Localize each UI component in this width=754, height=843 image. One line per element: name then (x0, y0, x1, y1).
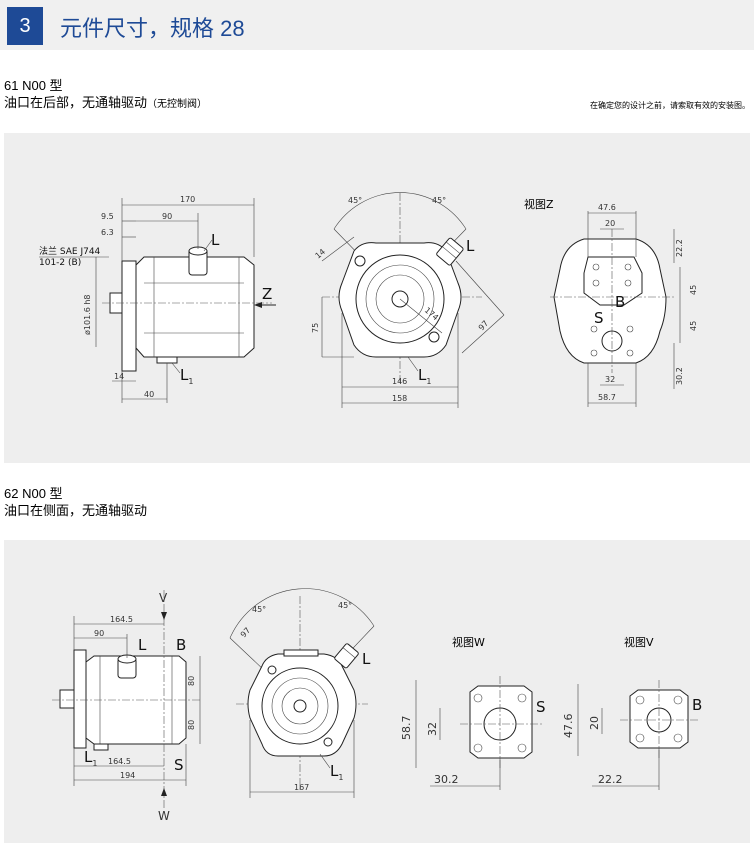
view-w-title: 视图W (452, 635, 485, 649)
front-view-62n00: 45° 45° 97 L L1 167 (229, 588, 375, 798)
dim-angle-left: 45° (348, 196, 362, 205)
view-z-61n00: 视图Z B S 47.6 20 22.2 45 45 32 30.2 58.7 (524, 197, 698, 407)
view-v-62n00: 视图V B 47.6 20 22.2 (562, 635, 702, 790)
section1-description: 油口在后部，无通轴驱动（无控制阀） (4, 95, 208, 110)
view-z-port-b: B (615, 293, 625, 311)
dim-45-bottom: 45 (689, 321, 698, 331)
port-l1-label: L1 (180, 366, 193, 386)
dim-32-62: 32 (426, 722, 439, 736)
dim-30-2-62: 30.2 (434, 773, 459, 786)
section-header: 3 元件尺寸，规格 28 (0, 0, 754, 50)
dim-14: 14 (114, 372, 124, 381)
dim-20-62: 20 (588, 716, 601, 730)
view-v-arrow-label: V (159, 591, 168, 605)
flange-sub: 101-2 (B) (39, 258, 81, 268)
side-view-61n00: Z 170 9.5 90 6.3 法兰 SAE J744 101-2 (B) ø… (39, 195, 276, 403)
side-view-62n00: V W 164.5 90 L B 80 80 L1 S 164.5 194 (52, 590, 201, 823)
side-port-l1-label: L1 (84, 748, 97, 768)
dim-158: 158 (392, 394, 407, 403)
dim-angle-right-62: 45° (338, 601, 352, 610)
installation-drawing-note: 在确定您的设计之前，请索取有效的安装图。 (590, 101, 750, 110)
dim-32: 32 (605, 375, 615, 384)
dim-47-6-62: 47.6 (562, 714, 575, 739)
dim-167: 167 (294, 783, 309, 792)
dim-angle-right: 45° (432, 196, 446, 205)
dim-30-2: 30.2 (675, 367, 684, 385)
drawing-panel-61n00: Z 170 9.5 90 6.3 法兰 SAE J744 101-2 (B) ø… (4, 133, 750, 463)
dim-80-bottom: 80 (187, 720, 196, 730)
dim-angle-left-62: 45° (252, 605, 266, 614)
section1-type: 61 N00 型 (4, 78, 63, 93)
dim-146: 146 (392, 377, 407, 386)
dim-22-2: 22.2 (675, 239, 684, 257)
front-port-l1-label: L1 (418, 366, 431, 386)
dim-97: 97 (477, 319, 491, 333)
dim-45-top: 45 (689, 285, 698, 295)
flange-label: 法兰 SAE J744 (39, 245, 101, 257)
view-w-62n00: 视图W S 58.7 32 30.2 (400, 635, 546, 790)
dim-90-62: 90 (94, 629, 104, 638)
dim-75: 75 (311, 323, 320, 333)
dim-58-7-62: 58.7 (400, 716, 413, 741)
dim-170: 170 (180, 195, 195, 204)
dim-40: 40 (144, 390, 154, 399)
dim-90: 90 (162, 212, 172, 221)
dim-6-3: 6.3 (101, 228, 114, 237)
dim-80-top: 80 (187, 676, 196, 686)
view-z-port-s: S (594, 309, 604, 327)
front-view-61n00: 45° 45° L 14 75 174 97 L1 (311, 192, 505, 408)
view-w-port-s: S (536, 698, 546, 716)
dim-20: 20 (605, 219, 615, 228)
view-v-port-b: B (692, 696, 702, 714)
dim-164-5-bottom: 164.5 (108, 757, 131, 766)
technical-drawing-61n00: Z 170 9.5 90 6.3 法兰 SAE J744 101-2 (B) ø… (39, 192, 698, 408)
dim-47-6: 47.6 (598, 203, 616, 212)
dim-164-5-top: 164.5 (110, 615, 133, 624)
view-z-title: 视图Z (524, 197, 554, 211)
view-w-arrow-label: W (158, 809, 170, 823)
technical-drawing-62n00: V W 164.5 90 L B 80 80 L1 S 164.5 194 45… (52, 588, 702, 823)
side-port-b-label: B (176, 636, 186, 654)
section2-type: 62 N00 型 (4, 486, 63, 501)
front-port-l1-label-62: L1 (330, 762, 343, 782)
side-port-l-label: L (138, 636, 147, 654)
dim-194: 194 (120, 771, 135, 780)
view-v-title: 视图V (624, 635, 654, 649)
port-l-label: L (211, 231, 220, 249)
dim-9-5: 9.5 (101, 212, 114, 221)
side-port-s-label: S (174, 756, 184, 774)
dim-pilot-diameter: ø101.6 h8 (83, 295, 92, 336)
section2-description: 油口在侧面，无通轴驱动 (4, 503, 148, 518)
front-port-l-label: L (466, 237, 475, 255)
dim-97-62: 97 (239, 626, 253, 640)
section-number-badge: 3 (7, 7, 43, 45)
view-z-arrow-label: Z (262, 285, 272, 303)
dim-22-2-62: 22.2 (598, 773, 623, 786)
dim-58-7: 58.7 (598, 393, 616, 402)
front-port-l-label-62: L (362, 650, 371, 668)
drawing-panel-62n00: V W 164.5 90 L B 80 80 L1 S 164.5 194 45… (4, 540, 750, 843)
section-title: 元件尺寸，规格 28 (60, 16, 245, 41)
